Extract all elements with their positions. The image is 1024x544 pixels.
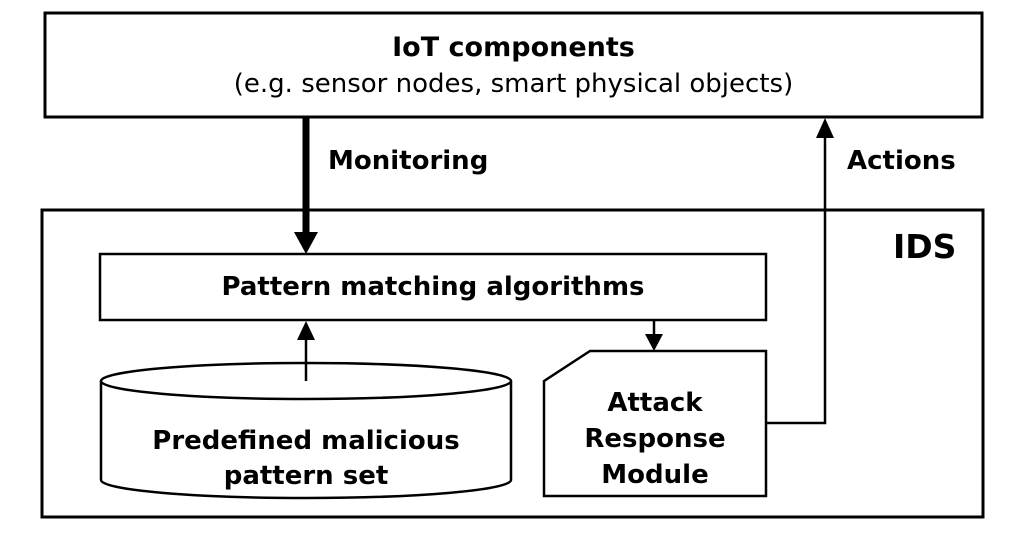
- iot-components-title: IoT components: [392, 32, 635, 63]
- monitoring-label: Monitoring: [328, 146, 489, 176]
- iot-components-box: [43, 11, 984, 119]
- database-to-pattern-arrow: [297, 321, 315, 381]
- attack-module-line2: Response: [584, 424, 726, 454]
- iot-components-subtitle: (e.g. sensor nodes, smart physical objec…: [233, 69, 794, 99]
- database-label-line1: Predefined malicious: [152, 426, 460, 456]
- pattern-to-attack-arrow: [645, 320, 663, 351]
- database-cylinder: [99, 361, 513, 500]
- attack-module-line3: Module: [601, 460, 709, 490]
- database-label-line2: pattern set: [223, 461, 389, 491]
- monitoring-arrow: [294, 118, 318, 254]
- ids-label: IDS: [893, 227, 957, 266]
- actions-label: Actions: [847, 146, 956, 176]
- attack-module-line1: Attack: [607, 388, 703, 418]
- pattern-matching-label: Pattern matching algorithms: [221, 272, 645, 302]
- attack-response-module-shape: [542, 349, 768, 498]
- actions-arrow: [766, 118, 834, 425]
- pattern-matching-box: [98, 252, 768, 322]
